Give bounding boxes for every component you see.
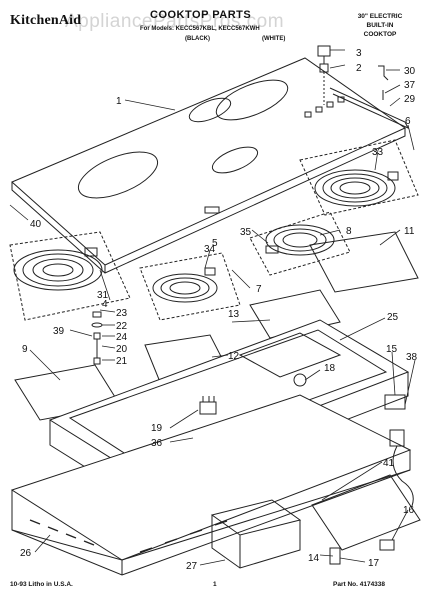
strain-relief-16 bbox=[379, 539, 395, 551]
burner-33 bbox=[299, 139, 419, 216]
callout-38: 38 bbox=[406, 352, 418, 363]
cover-plate bbox=[311, 474, 421, 551]
footer-litho: 10-93 Litho in U.S.A. bbox=[10, 581, 73, 588]
spec-line-2: BUILT-IN bbox=[366, 22, 394, 29]
callout-31: 31 bbox=[97, 290, 109, 301]
callout-1: 1 bbox=[116, 96, 122, 107]
callout-12: 12 bbox=[228, 351, 240, 362]
footer-part-number: Part No. 4174338 bbox=[333, 581, 386, 588]
callout-9: 9 bbox=[22, 344, 28, 355]
variant-black: (BLACK) bbox=[185, 36, 210, 42]
callout-30: 30 bbox=[404, 66, 416, 77]
footer-page-number: 1 bbox=[213, 581, 217, 588]
variant-white: (WHITE) bbox=[262, 36, 286, 42]
callout-33: 33 bbox=[372, 147, 384, 158]
callout-16: 16 bbox=[403, 505, 415, 516]
plate-11 bbox=[309, 231, 419, 293]
terminal-block bbox=[384, 394, 414, 507]
trim-strip bbox=[329, 65, 410, 130]
callout-39: 39 bbox=[53, 326, 65, 337]
callout-34: 34 bbox=[204, 244, 216, 255]
callout-25: 25 bbox=[387, 312, 399, 323]
junction-box bbox=[210, 499, 302, 569]
callout-19: 19 bbox=[151, 423, 163, 434]
base-pan bbox=[10, 394, 412, 576]
callout-2: 2 bbox=[356, 63, 362, 74]
callout-20: 20 bbox=[116, 344, 128, 355]
callout-6: 6 bbox=[405, 116, 411, 127]
callout-22: 22 bbox=[116, 321, 128, 332]
glass-cooktop bbox=[11, 57, 407, 274]
plate-13 bbox=[249, 289, 341, 339]
callout-11: 11 bbox=[404, 226, 415, 237]
callout-13: 13 bbox=[228, 309, 240, 320]
callout-4: 4 bbox=[102, 299, 108, 310]
callout-18: 18 bbox=[324, 363, 336, 374]
callout-23: 23 bbox=[116, 308, 128, 319]
callout-3: 3 bbox=[356, 48, 362, 59]
callout-37: 37 bbox=[404, 80, 416, 91]
burner-31 bbox=[9, 231, 131, 321]
control-switch bbox=[317, 45, 331, 105]
callout-15: 15 bbox=[386, 344, 398, 355]
model-list: For Models: KECC567KBL, KECC567KWH bbox=[140, 26, 260, 32]
callout-24: 24 bbox=[116, 332, 128, 343]
callout-7: 7 bbox=[256, 284, 262, 295]
page-title: COOKTOP PARTS bbox=[150, 9, 252, 21]
terminal-hardware bbox=[91, 311, 103, 365]
callout-27: 27 bbox=[186, 561, 198, 572]
spec-line-3: COOKTOP bbox=[363, 31, 397, 38]
callout-5: 5 bbox=[212, 238, 218, 249]
callout-29: 29 bbox=[404, 94, 416, 105]
callout-40: 40 bbox=[30, 219, 42, 230]
burner-35 bbox=[249, 211, 351, 276]
callout-labels: 1 2 3 4 5 6 7 8 9 11 12 13 14 15 16 17 1… bbox=[20, 48, 418, 572]
callout-8: 8 bbox=[346, 226, 352, 237]
callout-26: 26 bbox=[20, 548, 32, 559]
callout-36: 36 bbox=[151, 438, 163, 449]
watermark: AppliancePartsPros.com bbox=[65, 11, 285, 32]
callout-17: 17 bbox=[368, 558, 380, 569]
callout-41: 41 bbox=[383, 458, 395, 469]
callout-21: 21 bbox=[116, 356, 128, 367]
brand-logo: KitchenAid bbox=[10, 13, 82, 28]
spec-line-1: 30" ELECTRIC bbox=[357, 13, 403, 20]
burner-34 bbox=[139, 252, 241, 321]
callout-35: 35 bbox=[240, 227, 252, 238]
callout-14: 14 bbox=[308, 553, 320, 564]
